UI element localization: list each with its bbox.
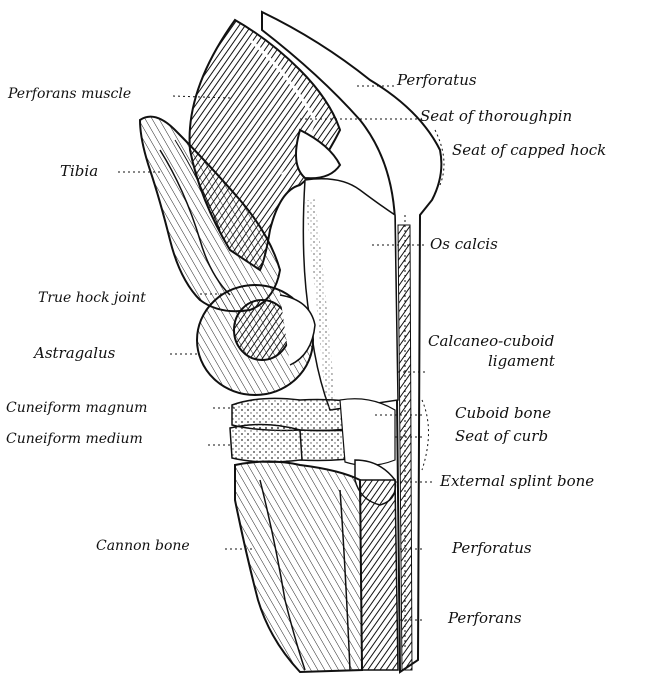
label-external-splint-bone: External splint bone	[440, 473, 594, 489]
label-cuneiform-medium: Cuneiform medium	[6, 431, 143, 447]
label-perforatus-bottom: Perforatus	[452, 540, 532, 556]
label-true-hock-joint: True hock joint	[38, 290, 146, 306]
label-calcaneo-cuboid-2: ligament	[488, 353, 555, 369]
label-cannon-bone: Cannon bone	[96, 538, 190, 554]
label-tibia: Tibia	[60, 163, 98, 179]
perforatus-lower	[360, 480, 398, 670]
label-perforatus-top: Perforatus	[397, 72, 477, 88]
label-seat-of-capped-hock: Seat of capped hock	[452, 142, 606, 158]
label-calcaneo-cuboid-1: Calcaneo-cuboid	[428, 333, 554, 349]
label-perforans-bottom: Perforans	[448, 610, 522, 626]
label-cuboid-bone: Cuboid bone	[455, 405, 551, 421]
label-os-calcis: Os calcis	[430, 236, 498, 252]
label-seat-of-curb: Seat of curb	[455, 428, 548, 444]
label-perforans-muscle: Perforans muscle	[8, 86, 131, 102]
label-cuneiform-magnum: Cuneiform magnum	[6, 400, 147, 416]
cannon-bone	[235, 462, 362, 673]
label-astragalus: Astragalus	[34, 345, 115, 361]
cuboid-bone	[340, 399, 395, 466]
label-seat-of-thoroughpin: Seat of thoroughpin	[420, 108, 572, 124]
